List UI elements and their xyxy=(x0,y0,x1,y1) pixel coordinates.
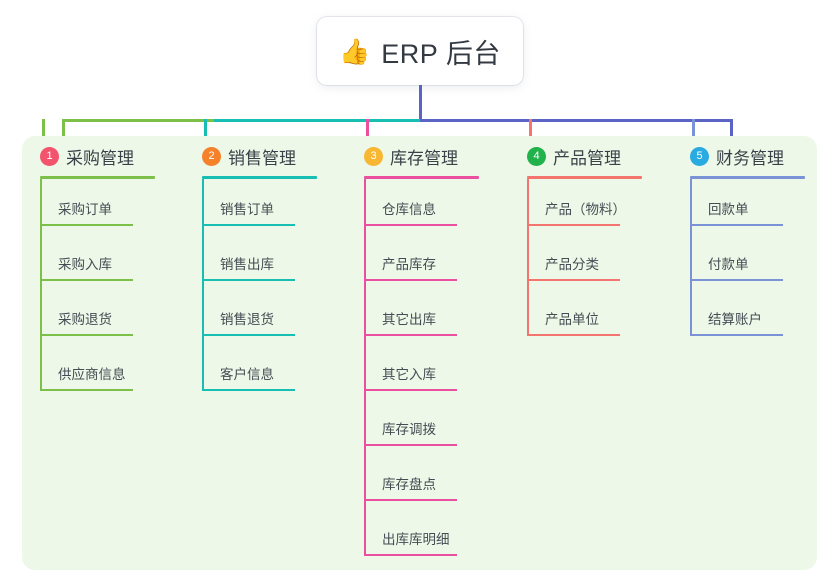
branch-leaf-label: 结算账户 xyxy=(708,312,762,327)
root-stem-connector xyxy=(419,85,422,122)
branch-number-badge: 5 xyxy=(690,146,709,166)
bus-blue-connector xyxy=(420,119,733,122)
branch-number-badge: 3 xyxy=(364,146,383,166)
branch-leaf-label: 付款单 xyxy=(708,257,749,272)
branch-header-rule xyxy=(202,176,317,179)
branch-leaf-label: 产品库存 xyxy=(382,257,436,272)
branch-leaf-label: 客户信息 xyxy=(220,367,274,382)
branch-header-4[interactable]: 4 产品管理 xyxy=(527,144,621,168)
branch-leaf-label: 仓库信息 xyxy=(382,202,436,217)
bus-green-connector xyxy=(62,119,214,122)
branch-leaf-rule xyxy=(202,279,295,281)
branch-leaf-label: 销售订单 xyxy=(220,202,274,217)
branch-leaf-label: 回款单 xyxy=(708,202,749,217)
branch-leaf-rule xyxy=(364,224,457,226)
branch-spine xyxy=(690,179,692,336)
branch-leaf-rule xyxy=(202,224,295,226)
root-node[interactable]: 👍 ERP 后台 xyxy=(317,17,523,85)
thumbs-up-emoji: 👍 xyxy=(339,36,371,66)
branch-spine xyxy=(202,179,204,391)
page-title: ERP 后台 xyxy=(381,38,501,69)
branch-leaf-label: 库存盘点 xyxy=(382,477,436,492)
branch-number-badge: 2 xyxy=(202,146,221,166)
branch-leaf-rule xyxy=(527,224,620,226)
drop-connector-3 xyxy=(366,119,369,148)
drop-connector-2 xyxy=(204,119,207,148)
branch-leaf-rule xyxy=(40,224,133,226)
branch-leaf-rule xyxy=(690,334,783,336)
branch-leaf-rule xyxy=(690,224,783,226)
drop-connector-5 xyxy=(692,119,695,148)
branch-title: 财务管理 xyxy=(716,148,784,168)
branch-title: 库存管理 xyxy=(390,148,458,168)
branch-leaf-label: 采购退货 xyxy=(58,312,112,327)
branch-leaf-rule xyxy=(527,279,620,281)
branch-header-1[interactable]: 1 采购管理 xyxy=(40,144,134,168)
branch-header-rule xyxy=(364,176,479,179)
drop-connector-1 xyxy=(42,119,45,148)
branch-title: 采购管理 xyxy=(66,148,134,168)
branch-number-badge: 4 xyxy=(527,146,546,166)
branch-header-rule xyxy=(527,176,642,179)
branch-leaf-rule xyxy=(40,334,133,336)
branch-spine xyxy=(40,179,42,391)
branch-leaf-label: 供应商信息 xyxy=(58,367,126,382)
branch-leaf-rule xyxy=(364,554,457,556)
branch-header-rule xyxy=(40,176,155,179)
branch-leaf-label: 采购订单 xyxy=(58,202,112,217)
branch-spine xyxy=(527,179,529,336)
bus-teal-connector xyxy=(214,119,420,122)
drop-connector-4 xyxy=(529,119,532,148)
branch-leaf-rule xyxy=(527,334,620,336)
branch-header-2[interactable]: 2 销售管理 xyxy=(202,144,296,168)
branch-leaf-label: 采购入库 xyxy=(58,257,112,272)
branch-leaf-rule xyxy=(202,389,295,391)
branch-header-5[interactable]: 5 财务管理 xyxy=(690,144,784,168)
branch-leaf-rule xyxy=(364,499,457,501)
branch-leaf-rule xyxy=(690,279,783,281)
branch-leaf-rule xyxy=(40,389,133,391)
branch-leaf-rule xyxy=(202,334,295,336)
branch-leaf-label: 销售退货 xyxy=(220,312,274,327)
branch-header-3[interactable]: 3 库存管理 xyxy=(364,144,458,168)
branch-leaf-label: 其它入库 xyxy=(382,367,436,382)
branch-header-rule xyxy=(690,176,805,179)
bus-left-cap-connector xyxy=(62,119,65,148)
branch-title: 销售管理 xyxy=(228,148,296,168)
branch-title: 产品管理 xyxy=(553,148,621,168)
branch-number-badge: 1 xyxy=(40,146,59,166)
branch-panel xyxy=(22,136,817,570)
bus-right-cap-connector xyxy=(730,119,733,148)
branch-leaf-label: 库存调拨 xyxy=(382,422,436,437)
branch-leaf-rule xyxy=(364,389,457,391)
branch-leaf-label: 销售出库 xyxy=(220,257,274,272)
branch-spine xyxy=(364,179,366,556)
branch-leaf-label: 其它出库 xyxy=(382,312,436,327)
branch-leaf-label: 出库库明细 xyxy=(382,532,450,547)
branch-leaf-rule xyxy=(364,444,457,446)
branch-leaf-rule xyxy=(364,279,457,281)
branch-leaf-label: 产品单位 xyxy=(545,312,599,327)
root-node-content: 👍 ERP 后台 xyxy=(339,32,501,71)
branch-leaf-label: 产品（物料） xyxy=(545,202,626,217)
branch-leaf-rule xyxy=(364,334,457,336)
branch-leaf-label: 产品分类 xyxy=(545,257,599,272)
branch-leaf-rule xyxy=(40,279,133,281)
